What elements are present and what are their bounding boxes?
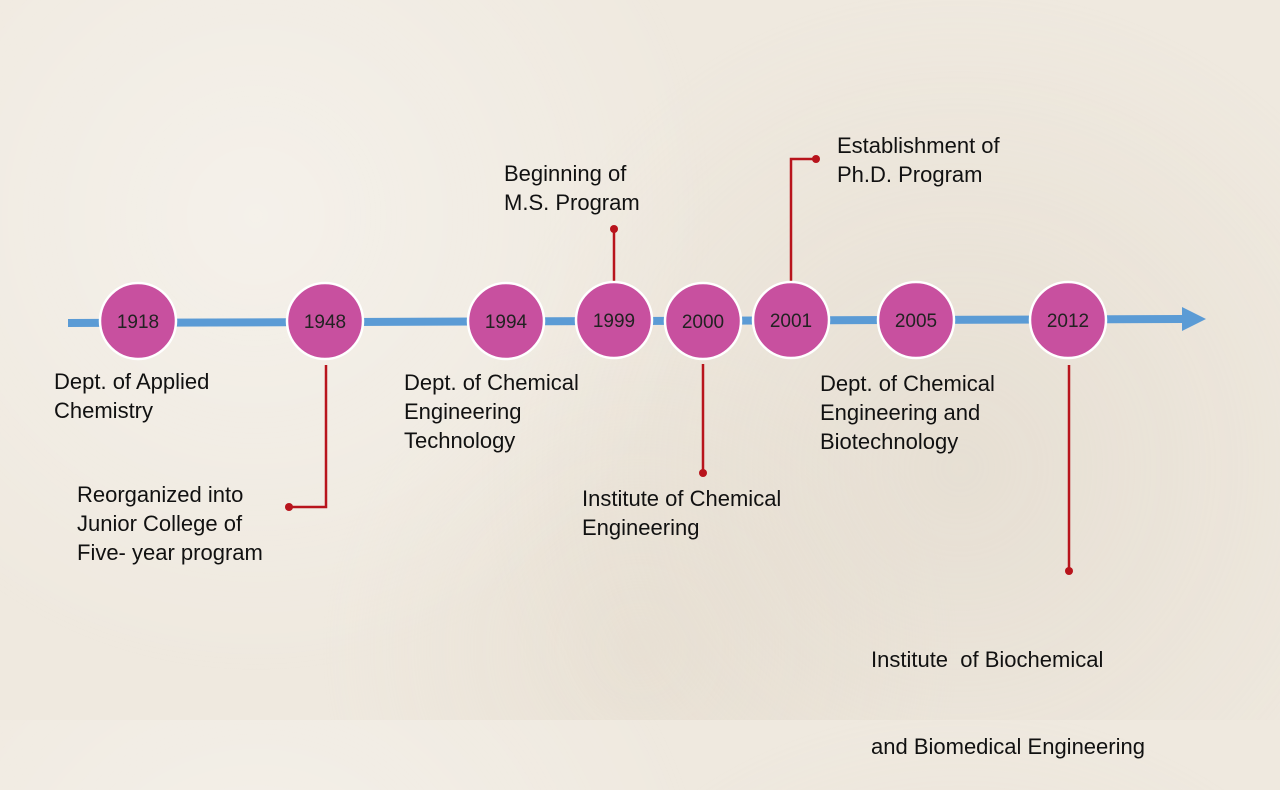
event-line: Institute of Chemical — [582, 486, 782, 511]
milestone-circle — [751, 280, 831, 360]
milestone-2000: 2000 — [663, 281, 743, 361]
event-line: M.S. Program — [504, 190, 640, 215]
event-line: Dept. of Chemical — [404, 370, 579, 395]
milestone-year: 2012 — [1047, 311, 1089, 332]
event-line: Engineering — [582, 515, 700, 540]
connector-1948 — [289, 365, 328, 509]
event-line: Beginning of — [504, 161, 627, 186]
milestone-circle — [1028, 280, 1108, 360]
milestone-circle — [574, 280, 654, 360]
milestone-circle — [98, 281, 178, 361]
event-line: Five- year program — [77, 540, 263, 565]
milestone-circle — [466, 281, 546, 361]
milestone-1999: 1999 — [574, 280, 654, 360]
milestone-year: 2000 — [682, 312, 724, 333]
connector-dot-2001 — [812, 155, 820, 163]
event-line: Junior College of — [77, 511, 243, 536]
timeline-arrowhead — [1182, 307, 1206, 331]
milestone-1918: 1918 — [98, 281, 178, 361]
event-line: Dept. of Chemical — [820, 371, 995, 396]
event-line: Chemistry — [54, 398, 154, 423]
milestone-2005: 2005 — [876, 280, 956, 360]
milestone-year: 1999 — [593, 311, 635, 332]
milestone-year: 1918 — [117, 312, 159, 333]
milestone-1994: 1994 — [466, 281, 546, 361]
milestone-circle — [876, 280, 956, 360]
event-label-1994: Dept. of Chemical Engineering Technology — [404, 368, 579, 455]
milestone-year: 1948 — [304, 312, 346, 333]
milestone-2001: 2001 — [751, 280, 831, 360]
event-line: Engineering — [404, 399, 522, 424]
connector-dot-2012 — [1065, 567, 1073, 575]
event-line: Establishment of — [837, 133, 1000, 158]
milestone-year: 2005 — [895, 311, 937, 332]
event-line: Reorganized into — [77, 482, 244, 507]
event-line: Institute of Biochemical — [871, 647, 1104, 672]
milestone-year: 1994 — [485, 312, 528, 333]
milestone-1948: 1948 — [285, 281, 365, 361]
event-label-2001: Establishment of Ph.D. Program — [837, 131, 1000, 189]
connector-dot-1948 — [285, 503, 293, 511]
event-line: Biotechnology — [820, 429, 959, 454]
event-line: and Biomedical Engineering — [871, 734, 1145, 759]
event-label-2005: Dept. of Chemical Engineering and Biotec… — [820, 369, 995, 456]
timeline-canvas: 1918 1948 1994 1999 2000 2001 2005 2012 — [67, 155, 1206, 575]
event-label-1918: Dept. of Applied Chemistry — [54, 367, 209, 425]
connector-dot-2000 — [699, 469, 707, 477]
event-line: Ph.D. Program — [837, 162, 983, 187]
milestone-circle — [663, 281, 743, 361]
event-line: Dept. of Applied — [54, 369, 210, 394]
event-line: Technology — [404, 428, 516, 453]
milestone-year: 2001 — [770, 311, 812, 332]
event-line: Engineering and — [820, 400, 981, 425]
event-label-1948: Reorganized into Junior College of Five-… — [77, 480, 263, 567]
event-label-2012: Institute of Biochemical and Biomedical … — [871, 587, 1145, 790]
milestone-circle — [285, 281, 365, 361]
event-label-2000: Institute of Chemical Engineering — [582, 484, 781, 542]
milestone-2012: 2012 — [1028, 280, 1108, 360]
connector-2001 — [789, 157, 816, 282]
connector-dot-1999 — [610, 225, 618, 233]
event-label-1999: Beginning of M.S. Program — [504, 159, 640, 217]
